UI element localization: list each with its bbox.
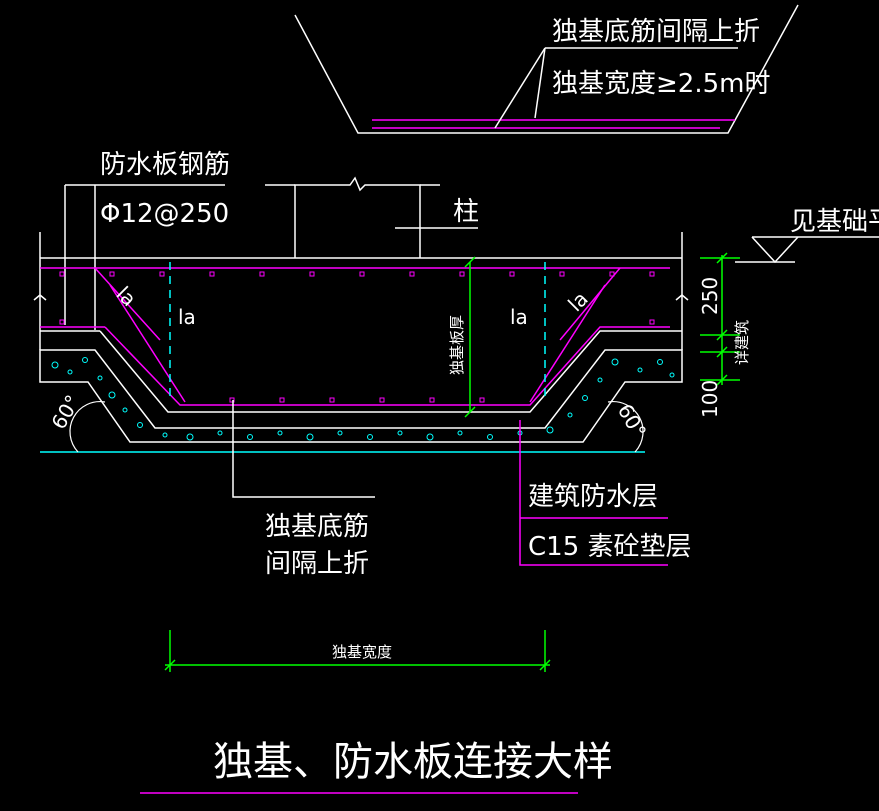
leader-2 <box>534 47 546 119</box>
la-left: la <box>178 305 196 329</box>
cushion-layer-label: C15 素砼垫层 <box>528 532 692 562</box>
layer-leader <box>519 420 668 566</box>
dim-subgrade-label: 详建筑 <box>733 320 751 365</box>
bottom-rebar-leader <box>232 400 375 498</box>
width-dimension <box>164 630 551 672</box>
rebar-dots <box>59 271 655 403</box>
dim-250-label: 250 <box>698 277 722 315</box>
foundation-thickness-label: 独基板厚 <box>448 315 466 375</box>
cushion-layer <box>39 349 683 443</box>
angle-left-label: 60° <box>46 391 85 434</box>
leader-1 <box>494 47 546 129</box>
upper-outline <box>294 4 799 134</box>
dim-100-label: 100 <box>698 380 722 418</box>
elevation-symbol <box>735 236 879 264</box>
top-note-line2: 独基宽度≥2.5m时 <box>552 69 770 99</box>
upper-sketch <box>294 4 799 134</box>
waterproof-rebar-label: 防水板钢筋 <box>100 150 230 180</box>
angle-right-label: 60° <box>613 400 652 443</box>
bottom-rebar-line1: 独基底筋 <box>265 512 369 542</box>
see-foundation-plan-label: 见基础平面 <box>790 207 879 237</box>
rebar-spec-label: Φ12@250 <box>100 199 229 229</box>
bottom-rebar-line2: 间隔上折 <box>265 549 369 579</box>
angle-arc-right <box>607 400 644 453</box>
right-dimension <box>700 252 740 386</box>
column-label: 柱 <box>453 197 479 227</box>
column-outline <box>265 176 478 258</box>
la-left-diag: la <box>112 282 142 312</box>
arch-waterproof-label: 建筑防水层 <box>528 482 658 512</box>
thickness-dimension <box>464 256 476 418</box>
slab-outline <box>33 232 689 413</box>
angle-arc-left <box>69 400 106 453</box>
drawing-title: 独基、防水板连接大样 <box>213 739 613 785</box>
la-right: la <box>510 305 528 329</box>
foundation-width-label: 独基宽度 <box>332 643 392 661</box>
top-note-line1: 独基底筋间隔上折 <box>552 17 760 47</box>
rebar-lines <box>40 267 670 406</box>
